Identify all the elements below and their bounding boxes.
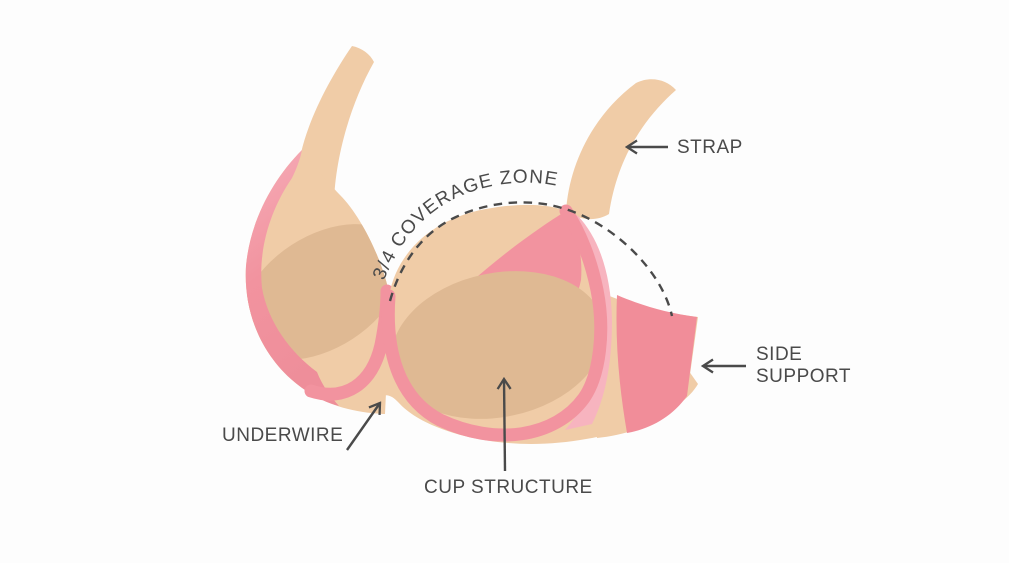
side-support-label-line2: SUPPORT	[756, 366, 852, 387]
left-cup-shadow	[245, 224, 390, 360]
cup-structure-label: CUP STRUCTURE	[424, 477, 593, 498]
side-support-label-line1: SIDE	[756, 344, 803, 365]
right-underwire	[381, 204, 608, 442]
strap-label: STRAP	[677, 137, 743, 158]
coverage-zone-arc	[388, 201, 674, 317]
right-strap-shape	[566, 79, 676, 220]
cup-structure-arrow	[504, 379, 505, 472]
side-support-panel	[616, 295, 697, 433]
left-strap-shape	[299, 46, 374, 207]
left-cup-crescent	[245, 150, 339, 406]
cup-structure-shape	[391, 271, 605, 419]
underwire-label: UNDERWIRE	[222, 425, 344, 446]
underwire-arrow	[346, 403, 380, 451]
